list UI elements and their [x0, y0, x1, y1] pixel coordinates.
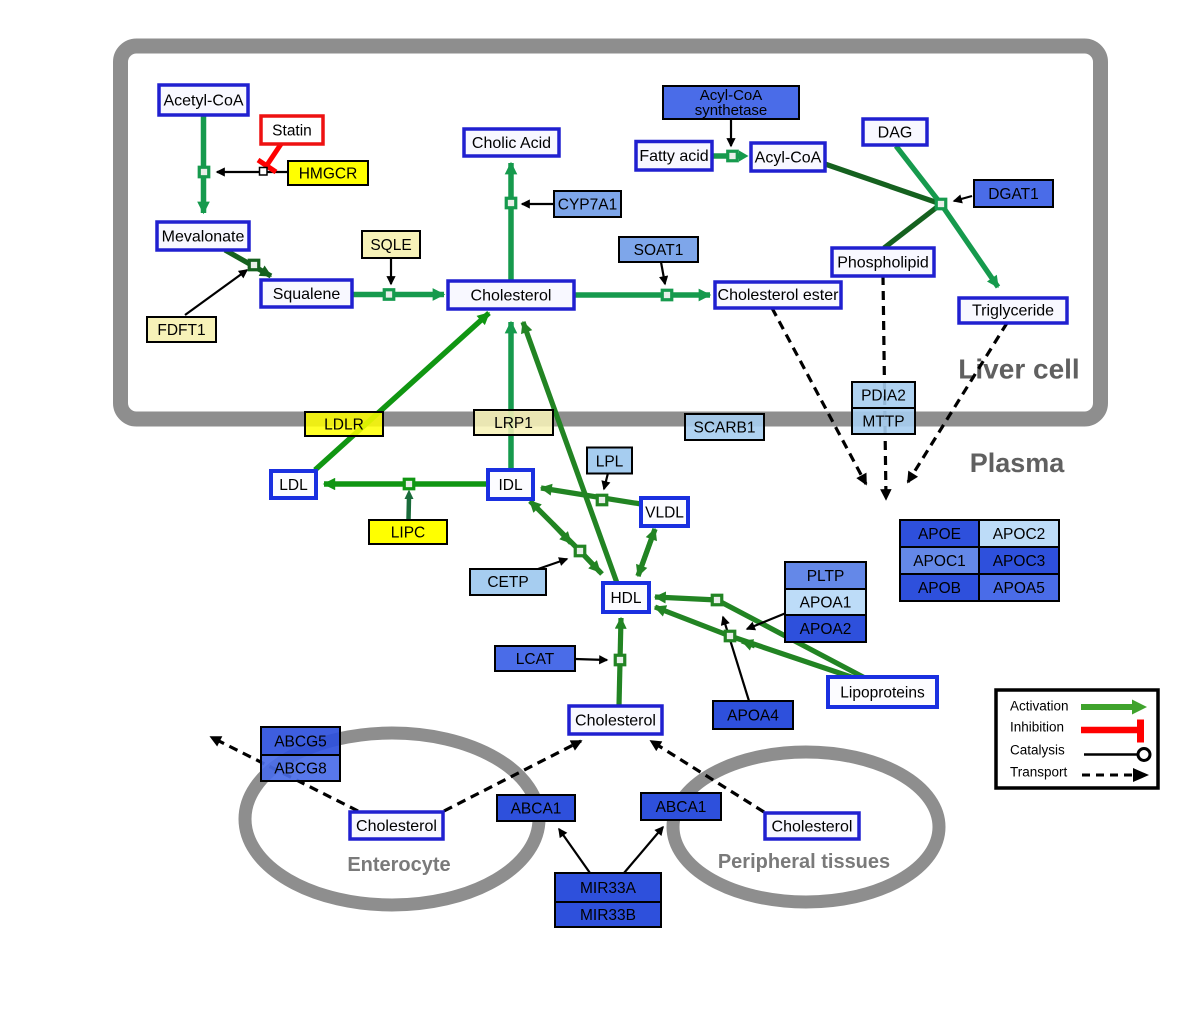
svg-text:ABCG5: ABCG5	[274, 734, 327, 751]
svg-text:Inhibition: Inhibition	[1010, 720, 1064, 735]
svg-text:LCAT: LCAT	[516, 651, 555, 668]
svg-text:PLTP: PLTP	[807, 568, 845, 585]
svg-text:FDFT1: FDFT1	[157, 322, 205, 339]
svg-text:Cholesterol ester: Cholesterol ester	[718, 287, 840, 304]
svg-text:APOC2: APOC2	[993, 526, 1046, 543]
svg-text:MTTP: MTTP	[862, 414, 904, 431]
svg-text:ABCA1: ABCA1	[511, 801, 562, 818]
svg-text:MIR33A: MIR33A	[580, 880, 637, 897]
svg-text:Cholesterol: Cholesterol	[575, 713, 656, 730]
svg-text:APOA1: APOA1	[800, 595, 852, 612]
svg-text:SOAT1: SOAT1	[634, 242, 684, 259]
svg-text:SQLE: SQLE	[370, 237, 411, 254]
svg-text:APOC3: APOC3	[993, 553, 1046, 570]
svg-text:APOA5: APOA5	[993, 580, 1045, 597]
svg-text:Activation: Activation	[1010, 699, 1069, 714]
svg-text:APOA2: APOA2	[800, 621, 852, 638]
svg-text:APOE: APOE	[918, 526, 961, 543]
svg-text:Statin: Statin	[272, 123, 312, 140]
svg-text:Fatty acid: Fatty acid	[639, 148, 708, 165]
svg-text:Enterocyte: Enterocyte	[347, 854, 450, 876]
svg-text:LIPC: LIPC	[391, 525, 425, 542]
svg-text:CYP7A1: CYP7A1	[558, 197, 617, 214]
svg-text:Liver cell: Liver cell	[958, 354, 1079, 385]
svg-text:Acetyl-CoA: Acetyl-CoA	[163, 93, 243, 110]
svg-text:APOC1: APOC1	[913, 553, 966, 570]
svg-text:Catalysis: Catalysis	[1010, 743, 1065, 758]
svg-text:Triglyceride: Triglyceride	[972, 303, 1054, 320]
svg-text:CETP: CETP	[487, 574, 528, 591]
svg-text:ABCG8: ABCG8	[274, 761, 327, 778]
svg-text:DGAT1: DGAT1	[988, 186, 1039, 203]
svg-text:APOB: APOB	[918, 580, 961, 597]
svg-text:VLDL: VLDL	[645, 505, 684, 522]
svg-text:HDL: HDL	[610, 590, 641, 607]
svg-text:Peripheral tissues: Peripheral tissues	[718, 851, 890, 873]
svg-text:synthetase: synthetase	[695, 102, 768, 119]
svg-text:LDL: LDL	[279, 477, 308, 494]
svg-text:LDLR: LDLR	[324, 417, 364, 434]
svg-text:PDIA2: PDIA2	[861, 388, 906, 405]
svg-text:HMGCR: HMGCR	[299, 166, 358, 183]
svg-text:Cholic Acid: Cholic Acid	[472, 135, 551, 152]
svg-text:MIR33B: MIR33B	[580, 907, 636, 924]
svg-text:Lipoproteins: Lipoproteins	[840, 685, 925, 702]
svg-text:Acyl-CoA: Acyl-CoA	[755, 150, 822, 167]
svg-text:Squalene: Squalene	[273, 286, 341, 303]
svg-text:Cholesterol: Cholesterol	[772, 819, 853, 836]
svg-text:LPL: LPL	[596, 454, 624, 471]
svg-text:Cholesterol: Cholesterol	[471, 288, 552, 305]
svg-text:LRP1: LRP1	[494, 415, 533, 432]
svg-text:Transport: Transport	[1010, 765, 1068, 780]
svg-text:Cholesterol: Cholesterol	[356, 818, 437, 835]
svg-text:ABCA1: ABCA1	[656, 799, 707, 816]
svg-text:DAG: DAG	[878, 125, 913, 142]
svg-text:IDL: IDL	[498, 477, 523, 494]
svg-text:Plasma: Plasma	[970, 448, 1066, 478]
svg-text:Phospholipid: Phospholipid	[837, 255, 929, 272]
svg-text:SCARB1: SCARB1	[693, 420, 755, 437]
svg-text:Acyl-CoA: Acyl-CoA	[700, 87, 763, 104]
svg-text:APOA4: APOA4	[727, 708, 779, 725]
svg-text:Mevalonate: Mevalonate	[162, 229, 245, 246]
